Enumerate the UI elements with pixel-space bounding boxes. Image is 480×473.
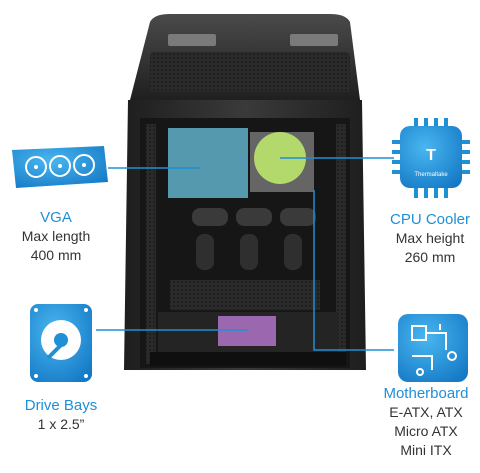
motherboard-label-group: Motherboard E-ATX, ATX Micro ATX Mini IT… xyxy=(374,384,478,460)
vga-title: VGA xyxy=(40,209,72,226)
drive-bay-overlay xyxy=(218,316,276,346)
cpu-title: CPU Cooler xyxy=(389,211,471,228)
hard-drive-icon xyxy=(30,304,92,382)
svg-text:T: T xyxy=(426,147,436,164)
motherboard-title: Motherboard xyxy=(383,385,469,402)
cpu-spec-line2: 260 mm xyxy=(404,249,456,265)
cpu-spec-line1: Max height xyxy=(395,230,465,246)
circuit-board-icon xyxy=(398,314,468,382)
vga-card-fans-icon xyxy=(12,146,108,188)
motherboard-spec-line1: E-ATX, ATX xyxy=(389,404,463,420)
drive-label-group: Drive Bays 1 x 2.5” xyxy=(6,396,116,434)
cpu-brand-text: Thermaltake xyxy=(414,172,448,178)
motherboard-spec-line2: Micro ATX xyxy=(394,423,458,439)
vga-area-overlay xyxy=(168,128,248,198)
vga-spec-line2: 400 mm xyxy=(30,247,82,263)
connector-lines xyxy=(96,157,394,351)
thermaltake-cpu-cooler-chip-icon: T Thermaltake xyxy=(392,118,470,198)
drive-spec-line1: 1 x 2.5” xyxy=(37,416,85,432)
vga-spec-line1: Max length xyxy=(21,228,91,244)
motherboard-spec-line3: Mini ITX xyxy=(400,442,452,458)
cpu-label-group: CPU Cooler Max height 260 mm xyxy=(380,210,480,267)
drive-title: Drive Bays xyxy=(24,397,98,414)
vga-label-group: VGA Max length 400 mm xyxy=(0,208,112,265)
